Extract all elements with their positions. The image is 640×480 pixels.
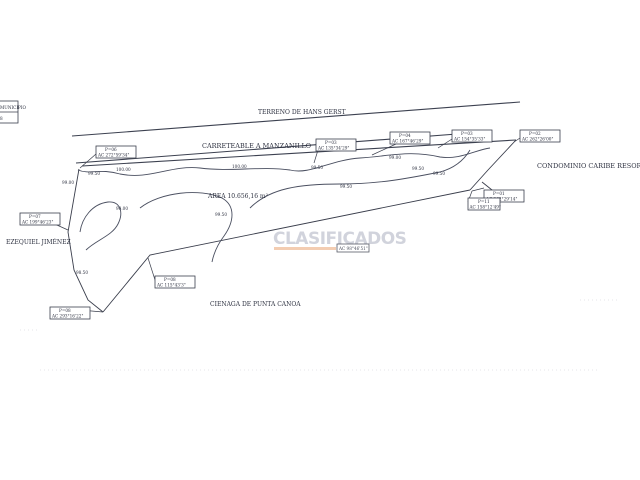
point-box-p08a: P=08 AC 115°43'3" (154, 275, 196, 289)
point-name: P=11 (478, 199, 490, 204)
watermark-bar (274, 247, 336, 250)
point-name: P=06 (105, 147, 117, 152)
point-box-p11: P=11 AC 158°12'49" (467, 197, 501, 211)
point-ac: AC 115°43'3" (156, 283, 186, 288)
label-condominio: CONDOMINIO CARIBE RESORT (537, 162, 640, 170)
point-box-p06: P=06 AC 272°59'34" (95, 145, 137, 159)
point-box-p03a: P=03 AC 135°34'29" (315, 138, 357, 152)
elevation-labels: 99.00 99.50 100.00 100.00 99.50 99.00 99… (62, 155, 445, 275)
point-name: P=08 (164, 277, 176, 282)
point-ac: AC 158°12'49" (469, 205, 501, 210)
point-box-p02: P=02 AC 262°26'00" (519, 129, 561, 143)
watermark-sub: AC 98°46'51" (338, 246, 368, 251)
elevation-label: 99.00 (389, 155, 401, 160)
elevation-label: 99.50 (215, 212, 227, 217)
contour-lines (77, 147, 491, 263)
point-box-p07: P=07 AC 199°46'23" (19, 212, 61, 226)
elevation-label: 99.50 (311, 165, 323, 170)
elevation-label: 99.50 (433, 171, 445, 176)
point-name: P=03 (325, 140, 337, 145)
point-ac: AC 199°46'23" (21, 220, 53, 225)
label-cienaga: CIENAGA DE PUNTA CANOA (210, 301, 301, 308)
elevation-label: 99.50 (88, 171, 100, 176)
elevation-label: 98.50 (76, 270, 88, 275)
point-name: P=04 (399, 133, 411, 138)
elevation-label: 100.00 (116, 167, 131, 172)
elevation-label: 99.00 (62, 180, 74, 185)
elevation-label: 99.50 (340, 184, 352, 189)
background-marks (20, 299, 620, 371)
parcel-boundary (67, 139, 517, 313)
legend-line-1: MUNICIPIO (0, 105, 26, 110)
label-terreno: TERRENO DE HANS GERST (258, 109, 346, 116)
point-box-p04: P=04 AC 167°46'29" (389, 131, 431, 145)
legend-line-2: 8 (0, 116, 3, 121)
point-name: P=08 (59, 308, 71, 313)
watermark: CLASIFICADOS AC 98°46'51" (273, 229, 407, 253)
point-ac: AC 167°46'29" (391, 139, 423, 144)
watermark-text: CLASIFICADOS (273, 229, 406, 249)
plan-labels: TERRENO DE HANS GERST CARRETEABLE A MANZ… (6, 109, 640, 308)
elevation-label: 99.50 (412, 166, 424, 171)
point-ac: AC 293°16'22" (51, 314, 83, 319)
point-ac: AC 135°34'29" (317, 146, 349, 151)
point-box-p08b: P=08 AC 293°16'22" (49, 306, 91, 320)
label-area: AREA 10.656,16 m² (207, 193, 269, 200)
label-ezequiel: EZEQUIEL JIMÉNEZ (6, 238, 71, 246)
elevation-label: 100.00 (232, 164, 247, 169)
point-name: P=03 (461, 131, 473, 136)
point-name: P=07 (29, 214, 41, 219)
leader-lines (47, 137, 521, 313)
point-name: P=01 (493, 191, 505, 196)
point-ac: AC 272°59'34" (97, 153, 129, 158)
point-ac: AC 154°35'33" (453, 137, 485, 142)
elevation-label: 99.00 (116, 206, 128, 211)
left-legend-box: MUNICIPIO 8 (0, 100, 26, 124)
label-carretera: CARRETEABLE A MANZANILLO (202, 142, 311, 150)
point-ac: AC 262°29'14" (485, 197, 517, 202)
point-ac: AC 262°26'00" (521, 137, 553, 142)
point-name: P=02 (529, 131, 541, 136)
point-box-p03b: P=03 AC 154°35'33" (451, 129, 493, 143)
